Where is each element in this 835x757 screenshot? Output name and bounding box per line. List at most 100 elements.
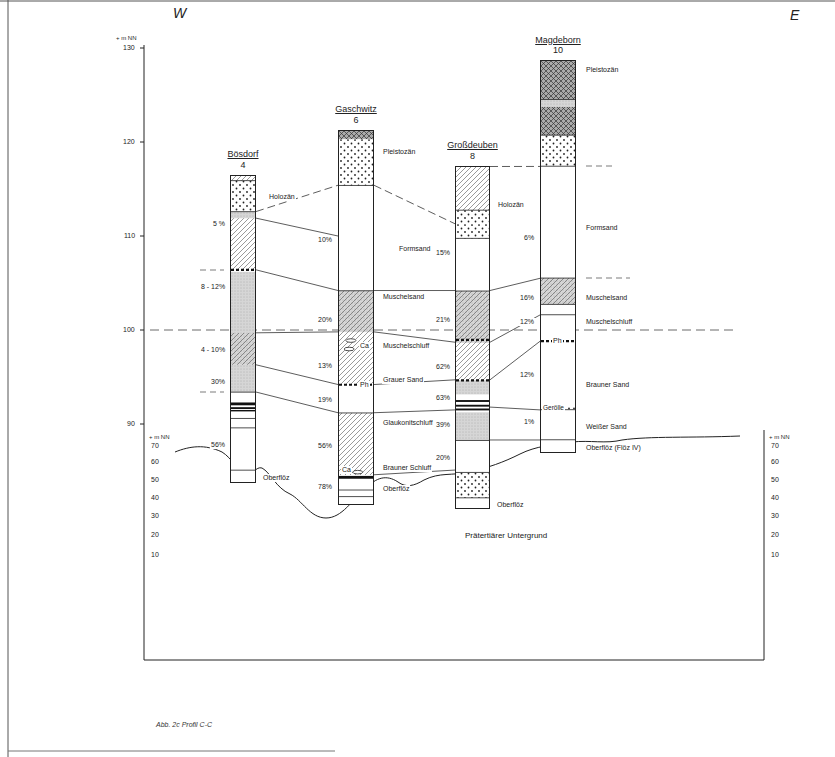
column-fill: [456, 412, 489, 440]
concretion-symbol: [344, 347, 354, 351]
column-fill: [456, 291, 489, 343]
column-fill: [456, 167, 489, 210]
layer-boundary: [231, 180, 255, 181]
percent-value: 19%: [317, 396, 333, 404]
axis-tick-label: 90: [126, 420, 136, 428]
percent-value: 6%: [523, 234, 535, 242]
column-fill: [541, 107, 575, 135]
axis-tick-label: 50: [150, 476, 160, 484]
axis-tick-label: 110: [123, 232, 136, 240]
layer-label: Muschelsand: [585, 294, 628, 302]
layer-boundary: [339, 496, 373, 497]
axis-tick-label: 50: [770, 476, 780, 484]
layer-boundary: [456, 471, 489, 472]
column-fill: [456, 224, 489, 238]
borehole-column: Magdeborn10: [540, 60, 576, 453]
layer-label: Glaukonitschluff: [382, 419, 434, 427]
layer-boundary: [339, 412, 373, 413]
layer-label: Brauner Schluff: [382, 464, 432, 472]
percent-value: 20%: [435, 454, 451, 462]
column-fill: [456, 472, 489, 497]
layer-label: Muschelschluff: [382, 342, 430, 350]
axis-tick-label: 120: [122, 138, 136, 146]
layer-label: Weißer Sand: [585, 423, 628, 431]
correlation-line: [490, 278, 540, 290]
correlation-line: [490, 341, 540, 380]
axis-tick-label: 100: [122, 326, 136, 334]
column-fill: [231, 407, 255, 409]
axis-tick-label: 70: [770, 442, 780, 450]
percent-value: 15%: [435, 249, 451, 257]
layer-boundary: [541, 166, 575, 167]
column-fill: [231, 218, 255, 270]
layer-label: Oberflöz (Flöz IV): [585, 444, 642, 452]
layer-label: Grauer Sand: [382, 376, 424, 384]
column-fill: [541, 278, 575, 304]
layer-boundary: [231, 470, 255, 471]
layer-boundary: [541, 99, 575, 100]
marker-bed: [456, 379, 489, 381]
borehole-heading: Magdeborn10: [535, 35, 581, 57]
axis-tick-label: 40: [150, 494, 160, 502]
column-fill: [231, 333, 255, 365]
borehole-name: Gaschwitz: [335, 104, 377, 115]
column-fill: [456, 380, 489, 394]
borehole-number: 8: [447, 151, 498, 162]
axis-tick-label: 30: [770, 512, 780, 520]
column-log: [231, 176, 255, 482]
percent-value: 63%: [435, 394, 451, 402]
layer-boundary: [541, 439, 575, 440]
layer-boundary: [541, 278, 575, 279]
correlation-line: [490, 407, 540, 410]
axis-line: [144, 660, 764, 661]
layer-label: Holozän: [268, 193, 296, 201]
borehole-column: Gaschwitz6: [338, 130, 374, 505]
column-log: [339, 131, 373, 504]
column-fill: [231, 365, 255, 392]
percent-value: 39%: [435, 421, 451, 429]
layer-boundary: [456, 237, 489, 238]
percent-value: 13%: [317, 362, 333, 370]
layer-label: Ca: [341, 466, 352, 474]
column-fill: [339, 332, 373, 384]
layer-boundary: [456, 497, 489, 498]
column-fill: [541, 278, 575, 304]
direction-letter: E: [789, 8, 800, 23]
column-fill: [231, 212, 255, 219]
correlation-line: [256, 392, 338, 413]
frame-line: [0, 1, 835, 2]
correlation-line: [490, 315, 540, 342]
percent-value: 5 %: [212, 220, 226, 228]
figure-caption: Abb. 2c Profil C-C: [156, 721, 212, 728]
borehole-heading: Bösdorf4: [227, 149, 258, 171]
borehole-number: 4: [227, 160, 258, 171]
layer-boundary: [339, 185, 373, 186]
column-fill: [231, 181, 255, 212]
axis-tick-label: 10: [150, 551, 160, 559]
axis-tick-label: 20: [150, 531, 160, 539]
percent-value: 30%: [210, 378, 226, 386]
column-fill: [339, 291, 373, 332]
percent-value: 12%: [519, 318, 535, 326]
concretion-symbol: [346, 339, 356, 343]
layer-label: Gerölle: [542, 404, 565, 411]
percent-value: 78%: [317, 483, 333, 491]
column-fill: [541, 100, 575, 108]
percent-value: 56%: [317, 442, 333, 450]
layer-boundary: [231, 427, 255, 428]
column-fill: [456, 210, 489, 224]
correlation-line: [490, 166, 540, 167]
borehole-column: Bösdorf4: [230, 175, 256, 483]
column-fill: [339, 139, 373, 185]
frame-line: [8, 751, 335, 752]
borehole-name: Bösdorf: [227, 149, 258, 160]
axis-unit: + m NN: [768, 434, 791, 441]
percent-value: 1%: [523, 418, 535, 426]
correlation-line: [256, 218, 338, 236]
layer-label: Ca: [359, 342, 370, 350]
frame-line: [8, 0, 9, 757]
percent-value: 10%: [317, 236, 333, 244]
axis-tick-label: 40: [770, 494, 780, 502]
column-log: [456, 167, 489, 508]
axis-tick-label: 20: [770, 531, 780, 539]
